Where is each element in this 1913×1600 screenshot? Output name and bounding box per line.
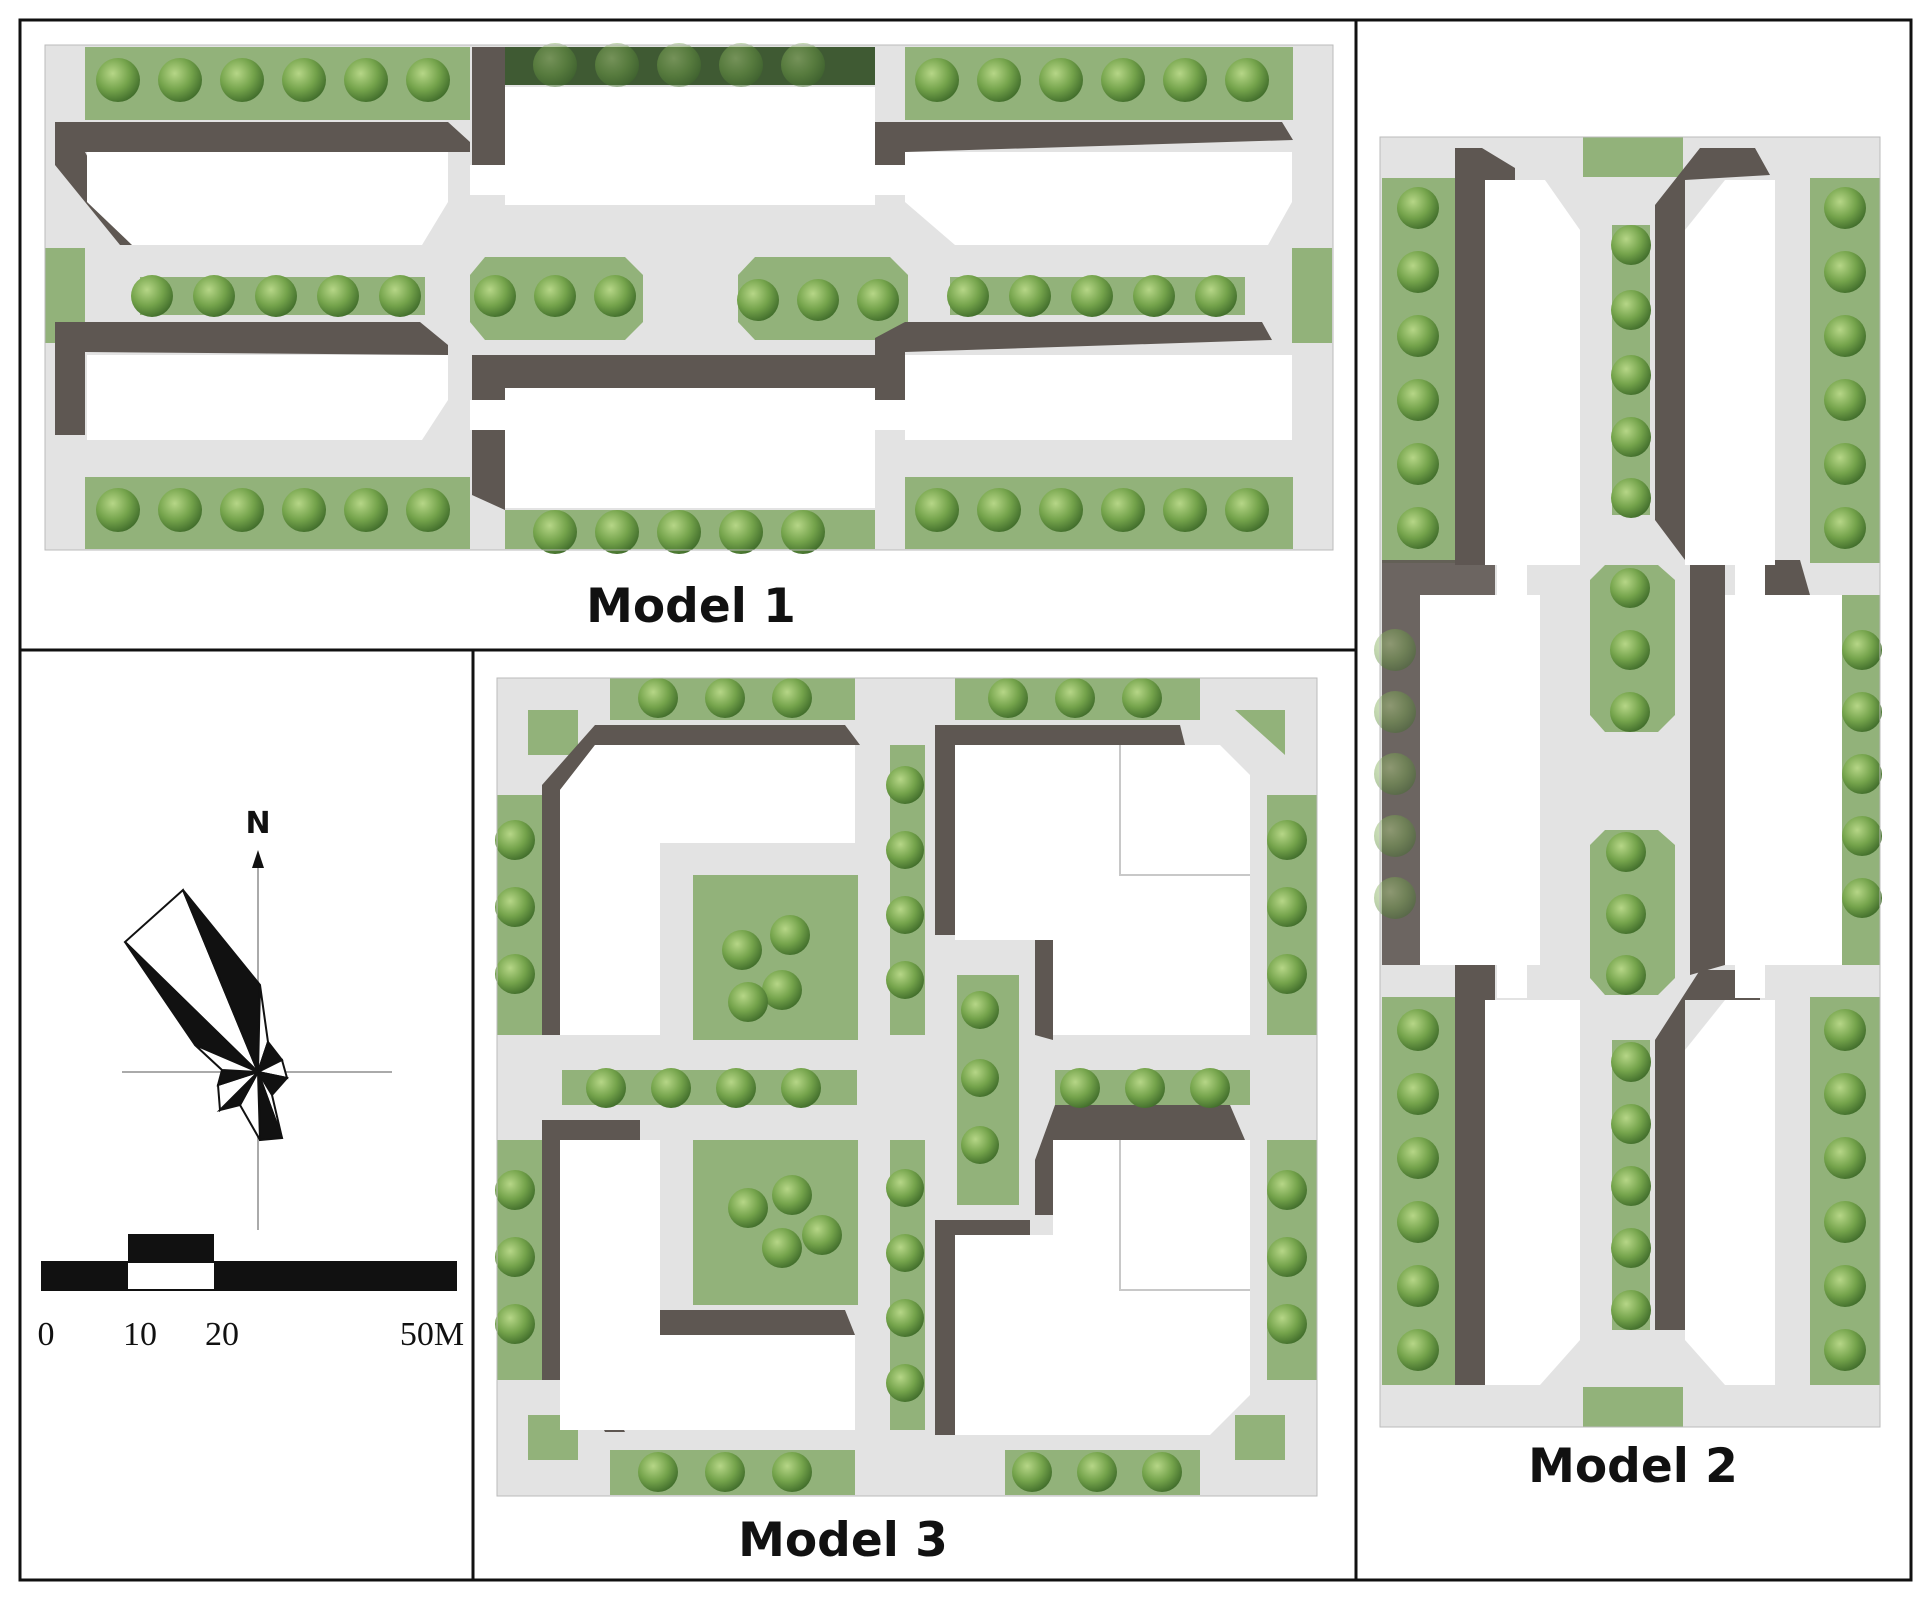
model-1-trees: [96, 43, 1269, 554]
scale-bar-segment-0-10: [42, 1262, 128, 1290]
scale-label-50m: 50M: [400, 1316, 464, 1353]
scale-label-10: 10: [123, 1316, 157, 1353]
model-2-plan: [1374, 136, 1882, 1428]
model-3-title: Model 3: [738, 1513, 948, 1568]
model-1-title: Model 1: [586, 579, 796, 634]
model-1-plan: [44, 43, 1334, 554]
model-1-buildings: [87, 87, 1292, 508]
scale-bar-segment-10-20: [128, 1234, 214, 1262]
scale-label-0: 0: [38, 1316, 55, 1353]
scale-label-20: 20: [205, 1316, 239, 1353]
model-2-title: Model 2: [1528, 1439, 1738, 1494]
compass-rose: N: [122, 806, 392, 1230]
scale-bar: 0 10 20 50M: [38, 1234, 464, 1353]
scale-bar-segment-20-50: [214, 1262, 456, 1290]
model-3-buildings: [560, 745, 1250, 1435]
north-arrow-icon: [252, 850, 264, 868]
model-1-shadows: [55, 47, 1293, 510]
wind-rose-icon: [123, 888, 289, 1142]
north-label: N: [245, 806, 270, 841]
model-2-buildings: [1420, 180, 1842, 1385]
model-2-trees: [1374, 187, 1882, 1371]
model-3-plan: [495, 677, 1318, 1497]
model-3-trees: [495, 678, 1307, 1492]
model-3-shadows: [542, 725, 1245, 1435]
scale-bar-outline: [41, 1261, 457, 1291]
model-3-building-outlines: [1119, 745, 1250, 1291]
panel-frames: [18, 18, 1913, 1582]
